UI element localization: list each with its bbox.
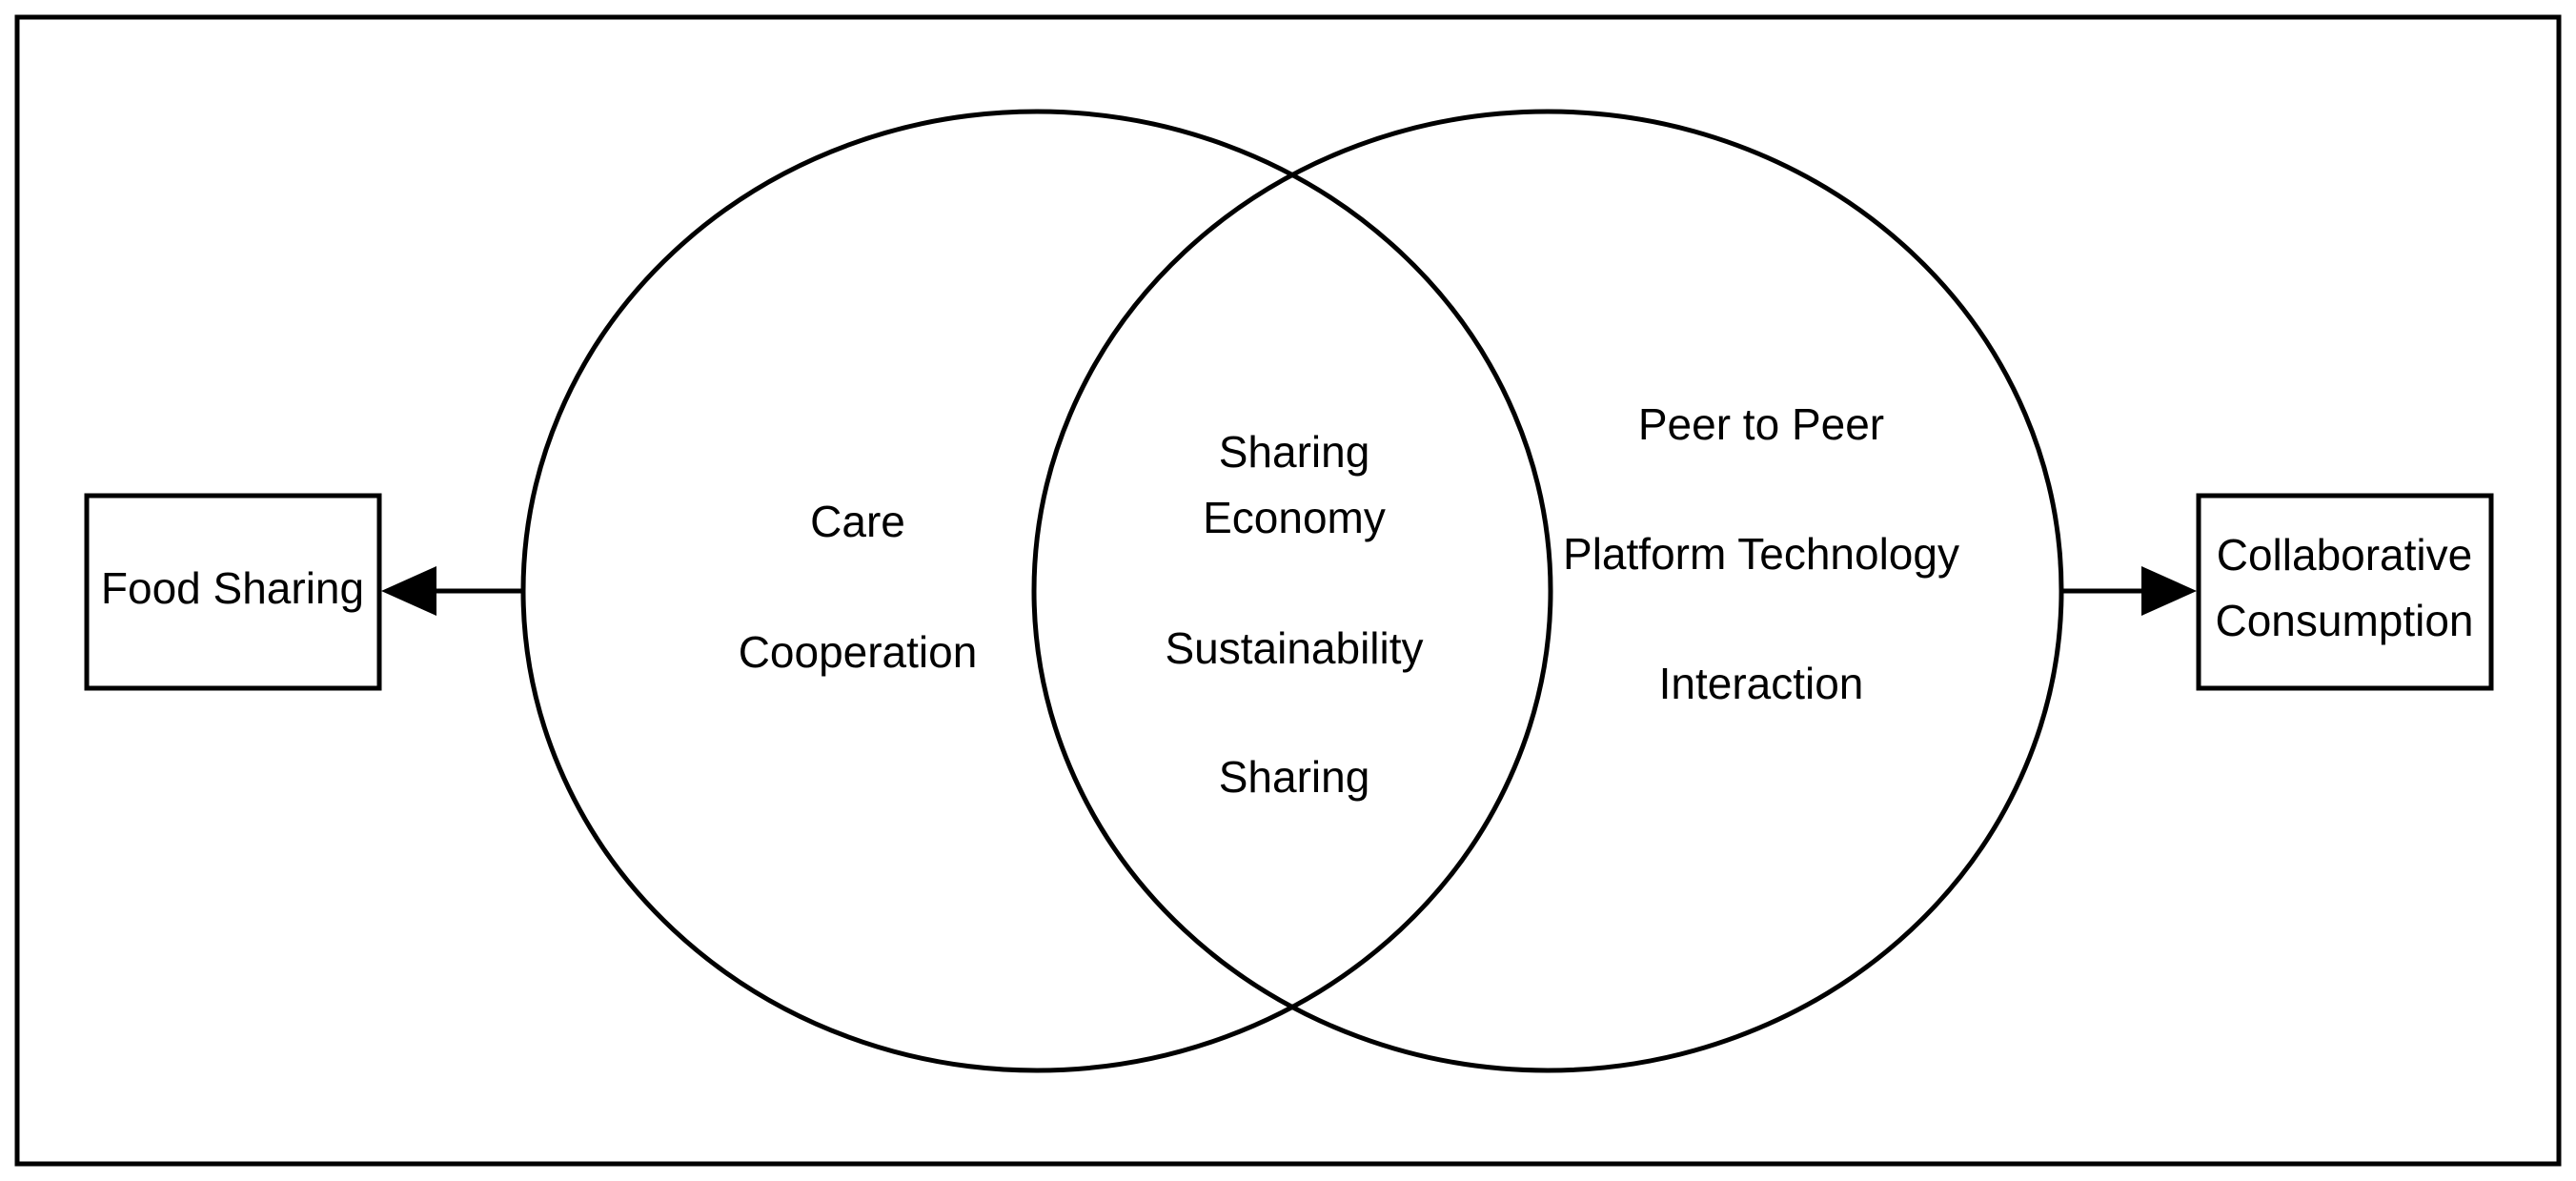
collaborative-consumption-box: [2196, 493, 2494, 691]
food-sharing-label: Food Sharing: [101, 563, 364, 613]
left-circle: [520, 109, 1553, 1073]
left-item-cooperation: Cooperation: [739, 627, 978, 677]
center-item-sharing-economy-line1: Sharing: [1219, 427, 1370, 477]
left-item-care: Care: [810, 497, 905, 546]
arrow-to-food-sharing: [381, 566, 524, 616]
right-item-peer-to-peer: Peer to Peer: [1638, 399, 1884, 449]
collaborative-consumption-label-line1: Collaborative: [2217, 530, 2472, 580]
outer-frame: [14, 14, 2562, 1167]
right-circle: [1031, 109, 2064, 1073]
center-item-sustainability: Sustainability: [1165, 623, 1423, 673]
food-sharing-box: [84, 493, 382, 691]
center-item-sharing-economy-line2: Economy: [1203, 493, 1386, 542]
collaborative-consumption-label-line2: Consumption: [2215, 596, 2473, 645]
center-item-sharing: Sharing: [1219, 752, 1370, 802]
arrow-to-collaborative-consumption: [2061, 566, 2197, 616]
right-item-interaction: Interaction: [1659, 659, 1864, 708]
right-item-platform-technology: Platform Technology: [1563, 529, 1959, 579]
